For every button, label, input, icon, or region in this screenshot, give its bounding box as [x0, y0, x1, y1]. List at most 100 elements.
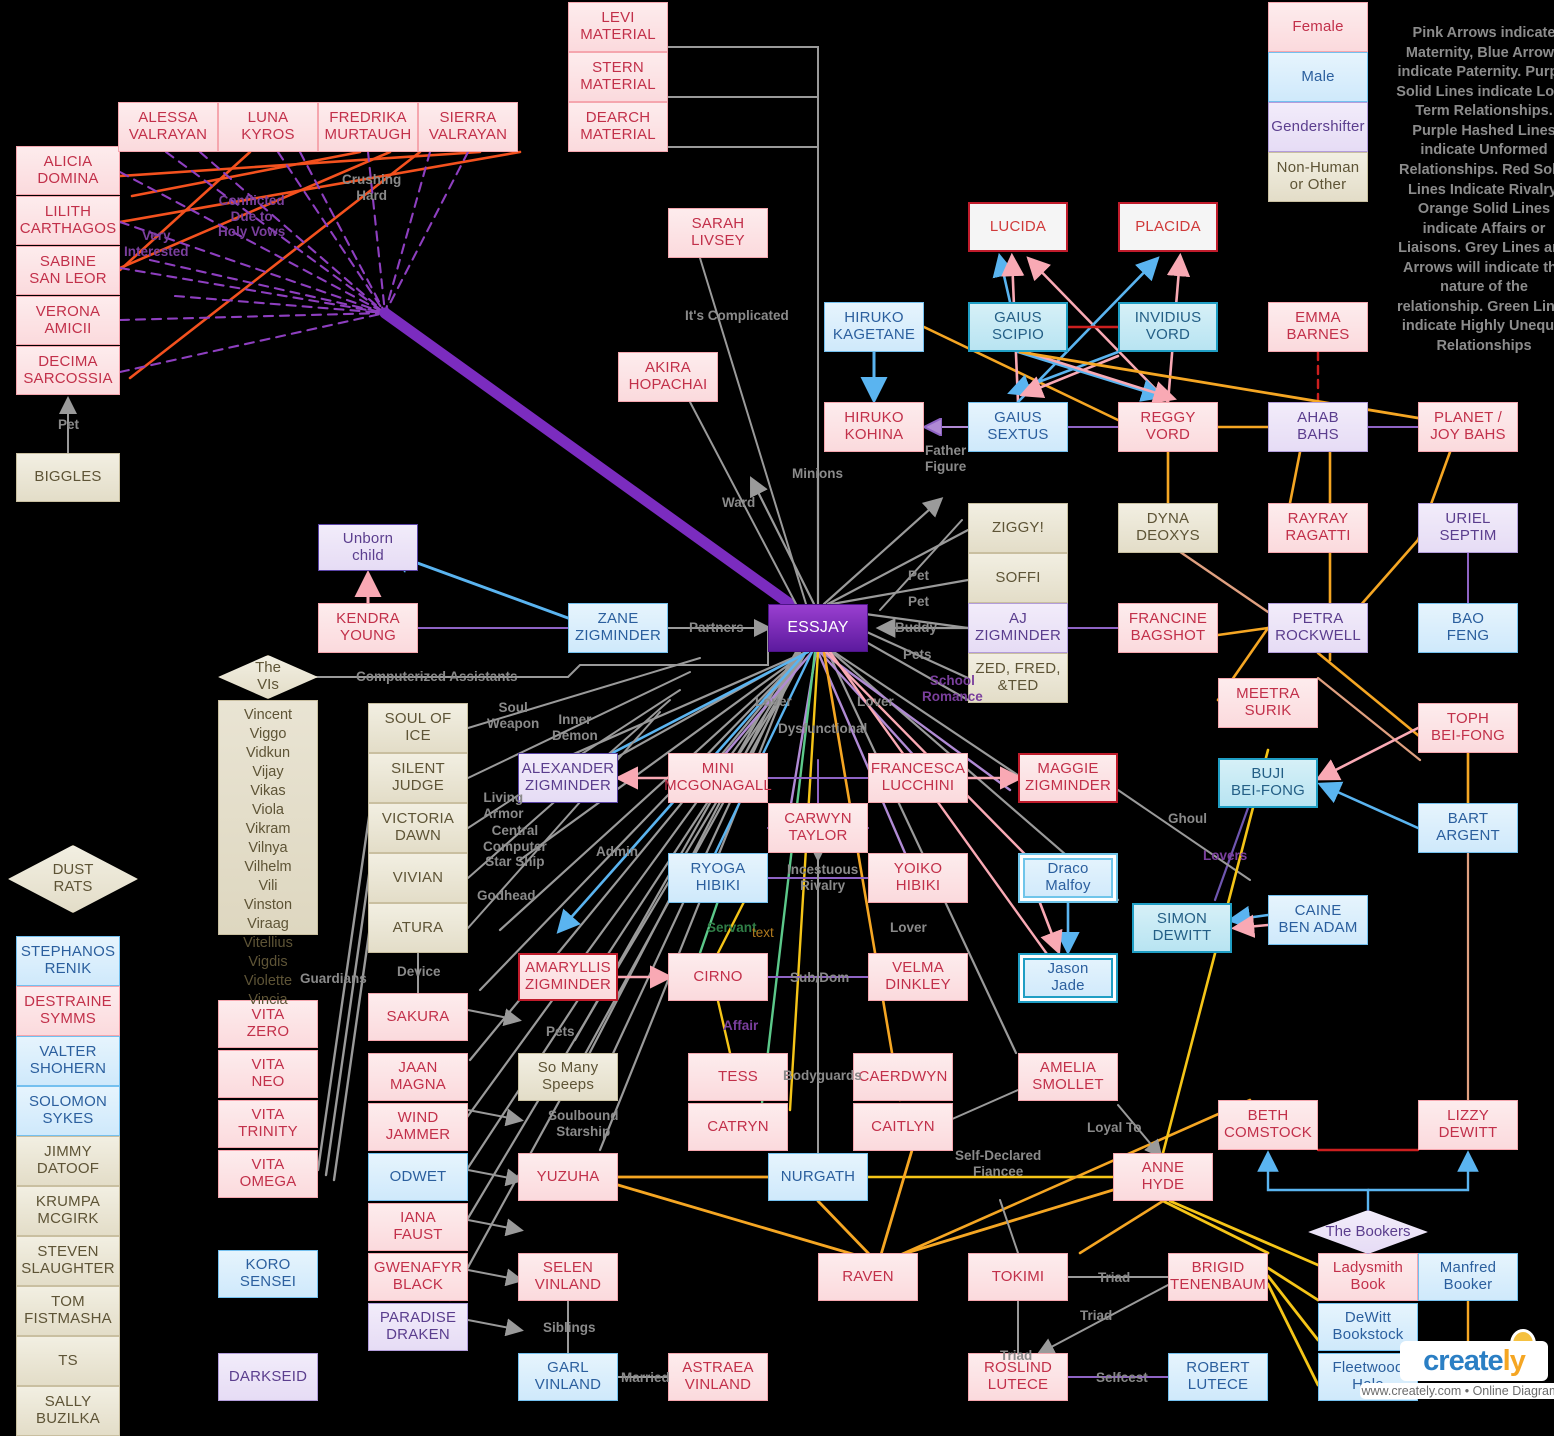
node-tokimi[interactable]: TOKIMI [968, 1253, 1068, 1301]
node-cirno[interactable]: CIRNO [668, 953, 768, 1001]
node-catryn[interactable]: CATRYN [688, 1103, 788, 1151]
node-biggles[interactable]: BIGGLES [16, 453, 120, 502]
node-placida[interactable]: PLACIDA [1118, 202, 1218, 252]
node-vivian[interactable]: VIVIAN [368, 853, 468, 903]
node-tess[interactable]: TESS [688, 1053, 788, 1101]
node-atura[interactable]: ATURA [368, 903, 468, 953]
node-caitlyn[interactable]: CAITLYN [853, 1103, 953, 1151]
node-nurgath[interactable]: NURGATH [768, 1153, 868, 1201]
node-sakura[interactable]: SAKURA [368, 993, 468, 1041]
node-odwet[interactable]: ODWET [368, 1153, 468, 1201]
node-planetjoy[interactable]: PLANET /JOY BAHS [1418, 402, 1518, 452]
node-zedfredted[interactable]: ZED, FRED,&TED [968, 653, 1068, 703]
node-lucida[interactable]: LUCIDA [968, 202, 1068, 252]
node-ts[interactable]: TS [16, 1336, 120, 1386]
node-ziggy[interactable]: ZIGGY! [968, 503, 1068, 553]
node-raven[interactable]: RAVEN [818, 1253, 918, 1301]
node-yuzuha[interactable]: YUZUHA [518, 1153, 618, 1201]
node-soffi[interactable]: SOFFI [968, 553, 1068, 603]
node-caerdwyn[interactable]: CAERDWYN [853, 1053, 953, 1101]
node-darkseid[interactable]: DARKSEID [218, 1353, 318, 1401]
